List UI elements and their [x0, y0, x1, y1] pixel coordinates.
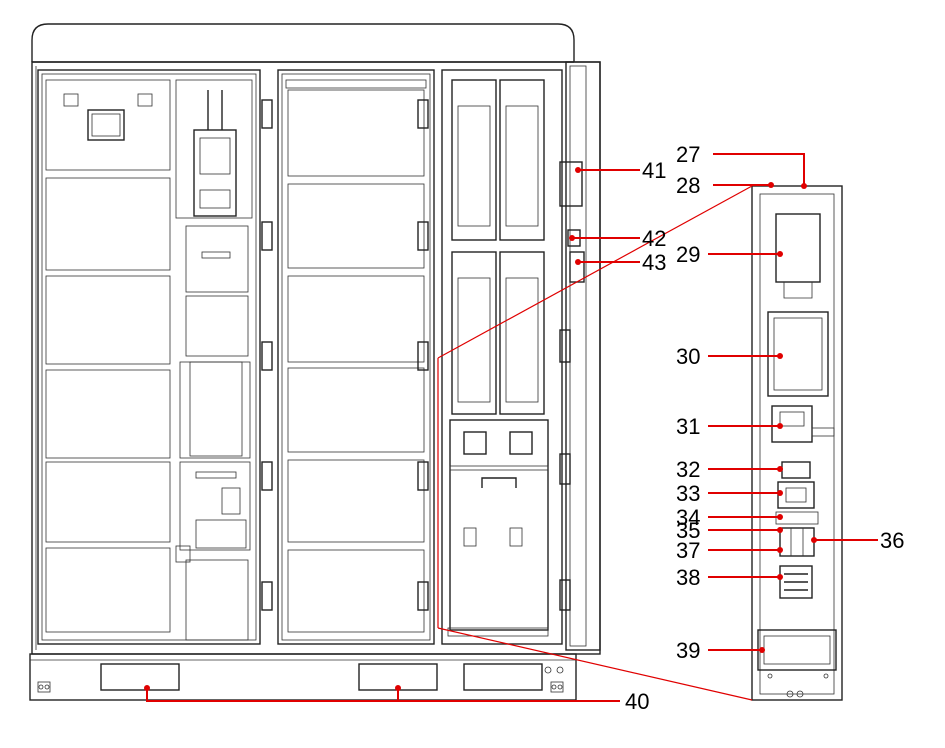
cabinet-door-2	[277, 69, 435, 645]
door-hinges	[261, 99, 429, 611]
callout-41: 41	[575, 158, 666, 183]
callout-35-label: 35	[676, 518, 700, 543]
callout-37-label: 37	[676, 538, 700, 563]
callout-30-label: 30	[676, 344, 700, 369]
callout-33: 33	[676, 481, 783, 506]
callout-30: 30	[676, 344, 783, 369]
callout-39: 39	[676, 638, 765, 663]
callout-37: 37	[676, 538, 783, 563]
callout-43-label: 43	[642, 250, 666, 275]
callout-31: 31	[676, 414, 783, 439]
side-panel-detail	[751, 185, 843, 701]
callout-31-label: 31	[676, 414, 700, 439]
callout-42-label: 42	[642, 226, 666, 251]
callout-33-label: 33	[676, 481, 700, 506]
callout-35: 35	[676, 518, 783, 543]
callout-27: 27	[676, 142, 807, 189]
callout-41-label: 41	[642, 158, 666, 183]
callout-42: 42	[569, 226, 666, 251]
main-cabinet	[29, 23, 601, 701]
callout-36: 36	[811, 528, 904, 553]
callout-43: 43	[575, 250, 666, 275]
callout-39-label: 39	[676, 638, 700, 663]
callout-29-label: 29	[676, 242, 700, 267]
base-cutouts	[37, 663, 564, 693]
callout-36-label: 36	[880, 528, 904, 553]
callout-27-label: 27	[676, 142, 700, 167]
callout-28-label: 28	[676, 173, 700, 198]
detail-link-lines	[437, 185, 753, 701]
callout-32-label: 32	[676, 457, 700, 482]
callout-40: 40	[144, 685, 649, 714]
callout-28: 28	[676, 173, 774, 198]
callout-38: 38	[676, 565, 783, 590]
callout-34-label: 34	[676, 505, 700, 530]
cabinet-door-1	[37, 69, 261, 645]
callout-32: 32	[676, 457, 783, 482]
callout-34: 34	[676, 505, 783, 530]
callout-40-label: 40	[625, 689, 649, 714]
callout-38-label: 38	[676, 565, 700, 590]
open-compartment	[441, 61, 601, 651]
callout-29: 29	[676, 242, 783, 267]
